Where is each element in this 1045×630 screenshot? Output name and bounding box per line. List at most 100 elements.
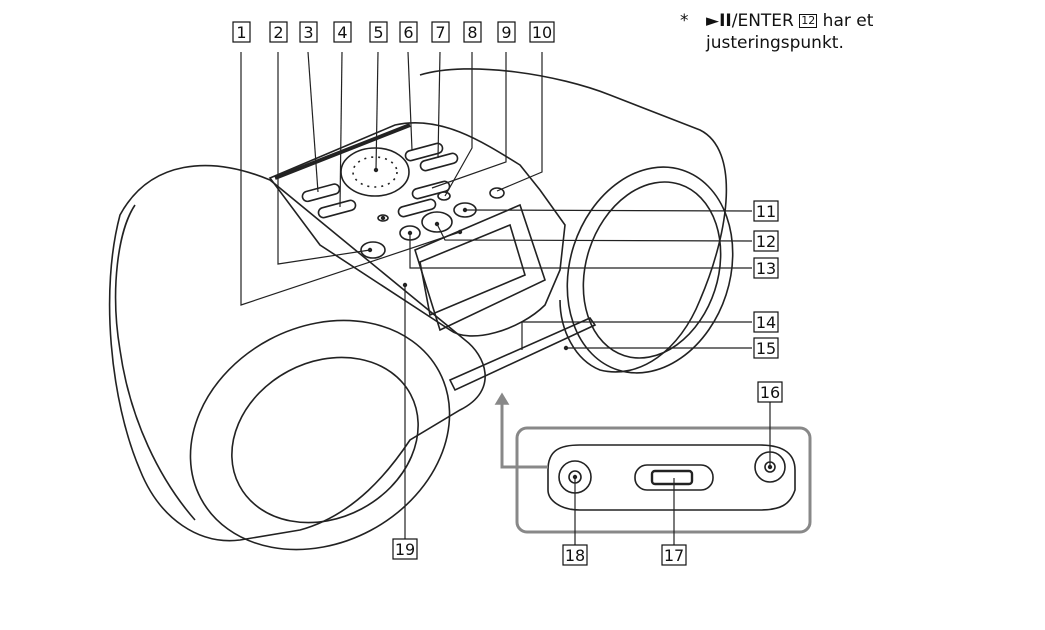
leader-5 bbox=[375, 51, 379, 171]
callout-1: 1 bbox=[232, 21, 251, 43]
leader-6 bbox=[407, 51, 413, 151]
svg-text:13: 13 bbox=[756, 259, 776, 278]
rear-panel-frame bbox=[515, 426, 812, 534]
dot-8 bbox=[380, 215, 386, 221]
button-small-b bbox=[489, 187, 505, 199]
callout-18: 18 bbox=[562, 544, 588, 566]
dock-slot bbox=[448, 317, 597, 392]
rear-panel-body bbox=[547, 444, 796, 511]
right-cylinder-body bbox=[419, 68, 728, 373]
play-pause-symbol: ►II bbox=[706, 11, 732, 31]
svg-text:4: 4 bbox=[337, 23, 347, 42]
svg-text:5: 5 bbox=[373, 23, 383, 42]
left-cylinder-end bbox=[114, 204, 196, 521]
boombox-outline bbox=[108, 68, 812, 551]
leader-4 bbox=[339, 51, 343, 208]
callout-boxes: 1 2 3 4 5 6 7 8 9 10 11 12 13 14 15 16 1… bbox=[232, 21, 783, 566]
leader-11 bbox=[464, 209, 753, 212]
dot-2 bbox=[367, 247, 373, 253]
leader-14 bbox=[521, 321, 752, 350]
display-window bbox=[419, 223, 526, 317]
callout-7: 7 bbox=[431, 21, 450, 43]
antenna bbox=[274, 123, 411, 180]
svg-text:10: 10 bbox=[532, 23, 552, 42]
svg-text:14: 14 bbox=[756, 313, 776, 332]
svg-text:12: 12 bbox=[756, 232, 776, 251]
leader-2 bbox=[277, 52, 371, 265]
jog-dial-inner bbox=[352, 156, 398, 188]
dot-13 bbox=[407, 230, 413, 236]
callout-9: 9 bbox=[497, 21, 516, 43]
svg-text:15: 15 bbox=[756, 339, 776, 358]
svg-text:1: 1 bbox=[236, 23, 246, 42]
dot-5 bbox=[373, 167, 379, 173]
enter-key-label: /ENTER bbox=[731, 11, 794, 31]
usb-port-inner bbox=[650, 469, 694, 486]
right-speaker-cone bbox=[582, 181, 722, 359]
button-12 bbox=[421, 211, 453, 233]
svg-text:19: 19 bbox=[395, 540, 415, 559]
svg-text:3: 3 bbox=[303, 23, 313, 42]
callout-17: 17 bbox=[661, 544, 687, 566]
dot-19 bbox=[402, 282, 408, 288]
callout-6: 6 bbox=[399, 21, 418, 43]
callout-12: 12 bbox=[753, 230, 779, 252]
svg-text:18: 18 bbox=[565, 546, 585, 565]
button-row3-b bbox=[411, 180, 451, 200]
leader-lines bbox=[240, 51, 771, 545]
svg-text:2: 2 bbox=[273, 23, 283, 42]
jog-dial bbox=[340, 147, 410, 197]
svg-text:11: 11 bbox=[756, 202, 776, 221]
button-row2-a bbox=[404, 142, 444, 162]
top-console bbox=[268, 121, 566, 337]
callout-14: 14 bbox=[753, 311, 779, 333]
dot-11 bbox=[462, 207, 468, 213]
leader-3 bbox=[307, 51, 319, 193]
left-speaker-ring bbox=[189, 319, 451, 551]
callout-13: 13 bbox=[753, 257, 779, 279]
callout-8: 8 bbox=[463, 21, 482, 43]
dot-18 bbox=[572, 474, 578, 480]
leader-9 bbox=[431, 52, 507, 189]
leader-8 bbox=[444, 52, 473, 197]
svg-text:16: 16 bbox=[760, 383, 780, 402]
callout-2: 2 bbox=[269, 21, 288, 43]
svg-text:17: 17 bbox=[664, 546, 684, 565]
rear-view-arrowhead bbox=[494, 392, 510, 405]
callout-5: 5 bbox=[369, 21, 388, 43]
callout-3: 3 bbox=[299, 21, 318, 43]
svg-text:8: 8 bbox=[467, 23, 477, 42]
button-row1-b bbox=[317, 199, 357, 219]
button-small-a bbox=[437, 191, 451, 201]
leader-dots bbox=[367, 167, 773, 480]
power-button bbox=[360, 241, 386, 259]
callout-15: 15 bbox=[753, 337, 779, 359]
leader-12 bbox=[436, 223, 753, 242]
button-row3-a bbox=[397, 198, 437, 218]
svg-text:6: 6 bbox=[403, 23, 413, 42]
leader-10 bbox=[496, 52, 543, 192]
leader-7 bbox=[437, 51, 441, 159]
small-indicator bbox=[377, 214, 389, 222]
dot-15 bbox=[563, 345, 569, 351]
svg-text:7: 7 bbox=[435, 23, 445, 42]
callout-11: 11 bbox=[753, 200, 779, 222]
leader-13 bbox=[409, 233, 752, 269]
dot-1 bbox=[457, 229, 463, 235]
dot-12 bbox=[434, 221, 440, 227]
left-cylinder-body bbox=[108, 164, 486, 542]
callout-10: 10 bbox=[529, 21, 555, 43]
callout-4: 4 bbox=[333, 21, 352, 43]
left-speaker-cone bbox=[231, 356, 419, 524]
callout-19: 19 bbox=[392, 538, 418, 560]
footnote-line2: justeringspunkt. bbox=[706, 33, 844, 53]
footnote-text: ►II/ENTER 12 har et justeringspunkt. bbox=[706, 10, 980, 54]
callout-16: 16 bbox=[757, 381, 783, 403]
leader-1 bbox=[240, 52, 461, 306]
footnote-callout-number: 12 bbox=[799, 14, 818, 28]
svg-text:9: 9 bbox=[501, 23, 511, 42]
button-row2-b bbox=[419, 152, 459, 172]
button-row1-a bbox=[301, 183, 341, 203]
footnote-asterisk: * bbox=[680, 11, 689, 31]
